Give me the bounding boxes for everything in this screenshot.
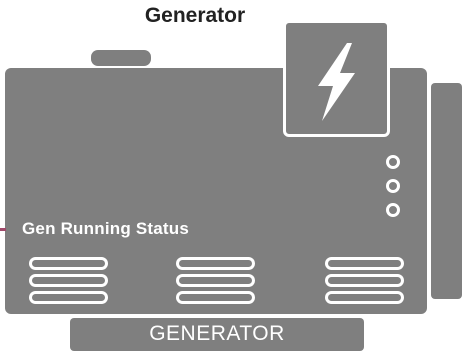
side-panel <box>431 83 462 299</box>
vent-slot <box>29 274 108 287</box>
gen-running-status-label: Gen Running Status <box>22 219 189 238</box>
vent-slot <box>29 291 108 304</box>
indicator-light-3 <box>386 203 400 217</box>
lightning-bolt-icon <box>318 43 355 121</box>
status-indicator-line <box>0 228 6 231</box>
vent-slot <box>176 291 255 304</box>
generator-base: GENERATOR <box>70 318 364 351</box>
vent-slot <box>325 274 404 287</box>
vent-slot <box>325 257 404 270</box>
vent-slot <box>29 257 108 270</box>
vent-slot <box>325 291 404 304</box>
vent-slot <box>176 257 255 270</box>
page-title: Generator <box>144 4 246 27</box>
indicator-light-2 <box>386 179 400 193</box>
vent-slot <box>176 274 255 287</box>
generator-base-label: GENERATOR <box>149 322 285 345</box>
top-handle <box>91 50 151 66</box>
indicator-light-1 <box>386 155 400 169</box>
power-box <box>283 20 390 137</box>
